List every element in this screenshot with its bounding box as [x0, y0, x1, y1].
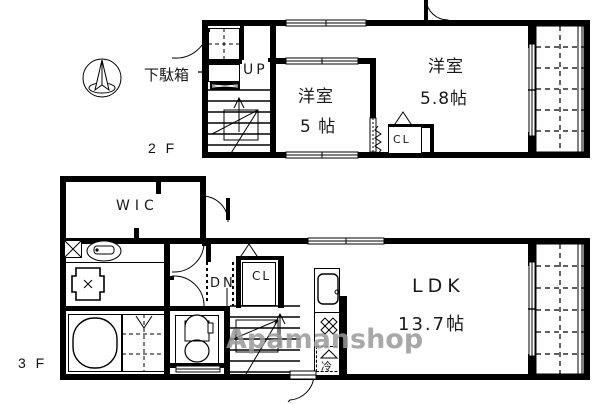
closet-3f-roof-marker-icon [238, 243, 260, 260]
shoe-cabinet [208, 64, 240, 82]
floor-label-2f: 2 F [148, 140, 178, 156]
closet-2f-roof-marker-icon [392, 111, 414, 128]
window-2f-room5-bottom [285, 151, 359, 159]
bath-door-3f [166, 248, 168, 304]
balcony-3f-rail-icon [577, 244, 583, 374]
wall-2f-entry-lintel [206, 60, 242, 64]
window-2f-room5-top [285, 57, 359, 65]
wall-3f-left-upper [60, 176, 66, 242]
wall-3f-wic-right [200, 176, 206, 244]
balcony-3f-grid-icon [535, 243, 585, 375]
wall-3f-kitchen-hood [340, 296, 347, 310]
wall-3f-bottom [60, 374, 590, 380]
wall-3f-right [584, 238, 590, 380]
door-3f-hall-lower-icon [170, 275, 205, 306]
door-2f-room58-swing-icon [424, 0, 449, 22]
wall-3f-left-lower [60, 242, 66, 380]
refrigerator-label: 冷 [321, 360, 332, 373]
room-2f-western-5-label: 洋室 [298, 87, 334, 107]
walk-in-closet-3f [66, 182, 200, 238]
washing-machine-icon [71, 267, 105, 301]
closet-3f [242, 262, 276, 306]
wall-2f-balcony-divider-bottom [528, 132, 536, 152]
floor-label-3f: 3 F [18, 355, 48, 371]
balcony-2f-rail-icon [577, 26, 583, 152]
window-3f-toilet [175, 365, 221, 373]
refrigerator-marker-icon [319, 349, 339, 359]
wall-2f-stair-divider [268, 58, 276, 62]
window-2f-corridor [285, 19, 367, 27]
kitchen-sink-icon [317, 273, 340, 305]
wall-3f-kitchen-partition [340, 296, 347, 374]
bathtub-icon [68, 314, 122, 372]
wall-2f-entry-top-jamb [240, 26, 244, 60]
wall-3f-wic-nib-top [156, 182, 161, 194]
wall-3f-cl-left [236, 256, 241, 308]
wall-3f-cl-top [236, 256, 284, 260]
wall-2f-door58-jamb-left [418, 20, 426, 26]
wall-3f-toilet-right [224, 306, 230, 374]
room-2f-western-5-size: 5 帖 [300, 117, 337, 137]
door-3f-hall-upper-icon [172, 242, 206, 273]
kitchen-counter-split [315, 312, 340, 313]
closet-2f [388, 126, 422, 154]
room-2f-western-5 [276, 58, 370, 152]
window-3f-ldk-top [307, 237, 385, 245]
stairs-down-label: DN [210, 276, 236, 291]
room-3f-ldk-label: LDK [412, 275, 465, 297]
counter-3f-washroom [66, 262, 164, 263]
wall-2f-right [584, 20, 590, 158]
wall-3f-wic-nib-bottom [134, 228, 139, 238]
stairs-down-steps-icon [230, 305, 300, 373]
wall-2f-hall-right [270, 26, 276, 158]
wall-2f-bottom-left [202, 152, 276, 158]
stairs-down-winder-icon [225, 319, 279, 375]
sliding-glass-door-2f [528, 43, 536, 137]
bath-floor-tiles-icon [122, 314, 166, 372]
wall-2f-room5-right [370, 58, 376, 152]
wall-2f-left [202, 20, 208, 158]
door-3f-ldk-bottom-frame [289, 370, 317, 380]
closet-3f-label: CL [252, 269, 272, 283]
entry-door-swing-icon [172, 28, 210, 59]
sliding-door-2f-between-rooms [369, 117, 377, 153]
door-3f-wic-swing-icon [200, 195, 230, 222]
wall-3f-washroom-bottom [60, 306, 170, 311]
wall-3f-top-main [206, 238, 590, 244]
wall-3f-toilet-left [164, 306, 170, 374]
closet-2f-label: CL [393, 133, 411, 146]
wall-2f-top [202, 20, 590, 26]
wall-3f-wic-top [60, 176, 206, 182]
wall-3f-cl-right [278, 256, 284, 308]
wall-2f-balcony-divider-top [528, 26, 536, 48]
wall-2f-cl-right [430, 124, 434, 156]
wall-3f-hall-nib [206, 244, 211, 262]
wall-3f-toilet-top-bar [170, 306, 226, 311]
stairs-down-leader-icon [226, 288, 228, 306]
wall-3f-washroom-top [60, 238, 210, 244]
balcony-2f-grid-icon [535, 25, 585, 153]
wash-basin-icon [86, 240, 122, 262]
north-compass-icon [82, 58, 122, 98]
kitchen-stove-icon [320, 317, 338, 335]
sliding-glass-door-3f [528, 261, 536, 357]
stairs-up-label: UP [243, 62, 268, 78]
room-2f-western-58-label: 洋室 [428, 57, 464, 77]
window-3f-washroom-icon [64, 240, 82, 258]
wall-3f-balcony-divider-top [528, 244, 536, 266]
stairs-up-steps-icon [208, 89, 270, 146]
room-3f-ldk-size: 13.7帖 [398, 314, 467, 335]
room-2f-western-58-size: 5.8帖 [420, 89, 469, 109]
toilet-fixture-icon [175, 314, 219, 367]
shoe-cabinet-label: 下駄箱 [144, 66, 190, 84]
folding-door-2f-cl-icon [374, 125, 382, 155]
folding-door-3f-cl-icon [232, 262, 234, 306]
entry-door-panel-grid-icon [208, 28, 240, 60]
stairs-up-winder-icon [211, 109, 259, 159]
walk-in-closet-label: WIC [116, 198, 159, 214]
wall-3f-balcony-divider-bottom [528, 354, 536, 374]
shoe-cabinet-hatch-icon [210, 82, 240, 90]
